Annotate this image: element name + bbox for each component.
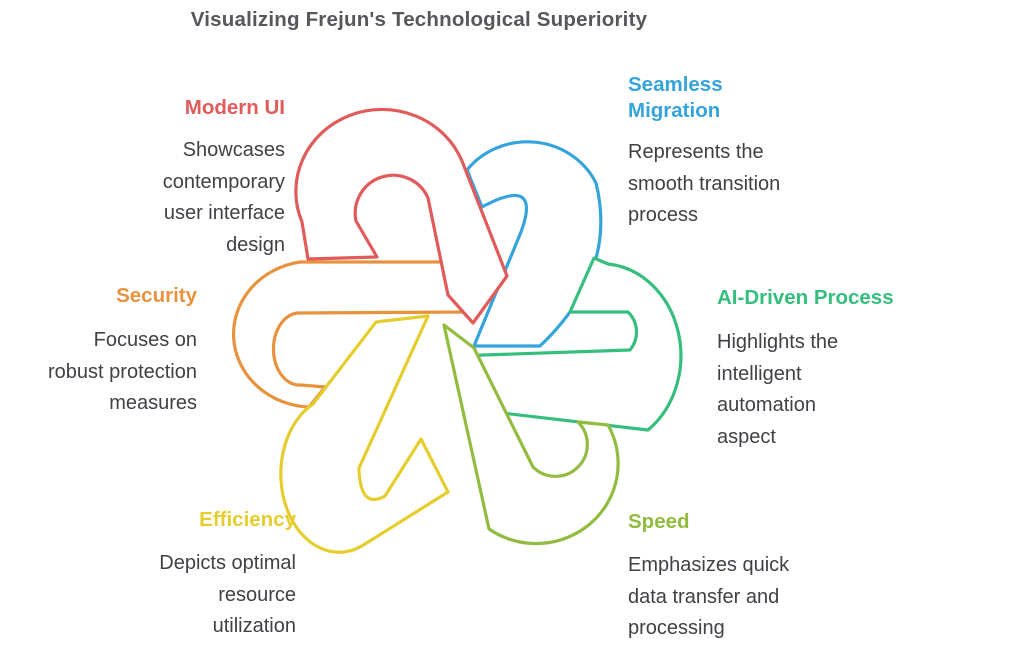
- feature-ai-driven-process-description: Highlights the intelligent automation as…: [717, 331, 839, 448]
- feature-ai-driven-process: AI-Driven Process Highlights the intelli…: [717, 285, 922, 453]
- feature-seamless-migration: Seamless Migration Represents the smooth…: [628, 72, 853, 232]
- feature-speed-label: Speed: [628, 510, 690, 533]
- feature-ai-driven-process-label: AI-Driven Process: [717, 286, 894, 309]
- feature-efficiency-description: Depicts optimal resource utilization: [159, 552, 296, 637]
- feature-seamless-migration-description: Represents the smooth transition process: [628, 141, 781, 226]
- speed-loop: [442, 323, 620, 546]
- feature-efficiency-label: Efficiency: [199, 508, 296, 531]
- feature-security-description: Focuses on robust protection measures: [48, 329, 197, 414]
- page-title: Visualizing Frejun's Technological Super…: [190, 8, 648, 31]
- seamless-migration-loop: [465, 140, 603, 348]
- feature-modern-ui-label: Modern UI: [184, 96, 285, 119]
- efficiency-loop: [279, 314, 450, 554]
- feature-seamless-migration-label: Seamless Migration: [628, 73, 723, 122]
- modern-ui-loop: [294, 107, 509, 325]
- feature-modern-ui-description: Showcases contemporary user interface de…: [162, 139, 285, 256]
- feature-security: Security Focuses on robust protection me…: [20, 283, 197, 420]
- ai-driven-process-loop: [453, 256, 683, 432]
- feature-efficiency: Efficiency Depicts optimal resource util…: [96, 507, 296, 643]
- feature-speed-description: Emphasizes quick data transfer and proce…: [628, 554, 790, 639]
- feature-security-label: Security: [116, 284, 197, 307]
- feature-modern-ui: Modern UI Showcases contemporary user in…: [40, 95, 285, 261]
- security-loop: [231, 260, 472, 409]
- feature-speed: Speed Emphasizes quick data transfer and…: [628, 509, 843, 645]
